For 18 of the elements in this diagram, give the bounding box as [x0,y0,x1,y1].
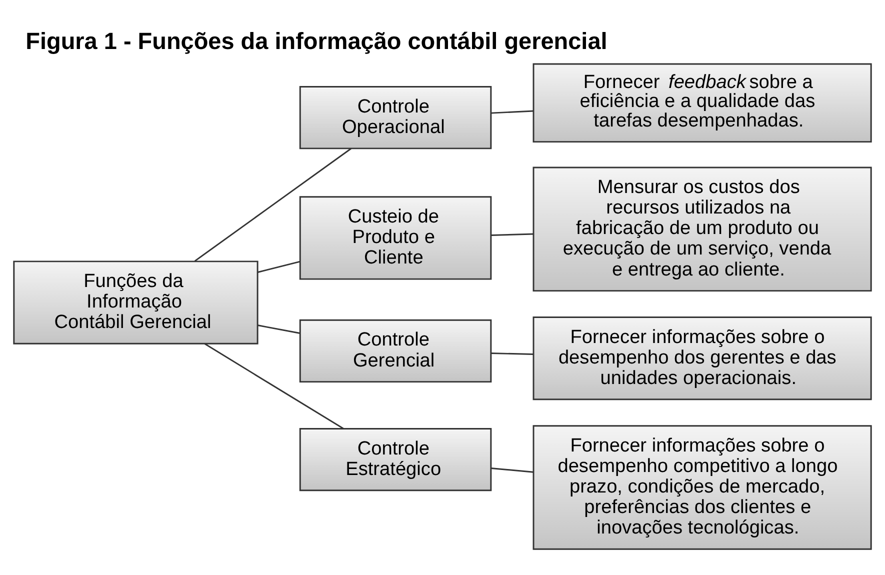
node-box: Controle Estratégico [299,428,492,492]
diagram-title: Figura 1 - Funções da informação contábil gerencial [26,28,608,54]
connector [491,110,534,114]
connector [491,352,534,356]
connector [490,468,534,473]
connector [258,260,300,273]
node-box: Controle Operacional [299,86,492,150]
connector [491,233,534,236]
node-box: Custeio de Produto e Cliente [299,196,492,280]
node-box: Controle Gerencial [299,319,492,383]
node-box: Fornecer informações sobre o desempenho competitivo a longo prazo, condições de mercado, preferências dos clientes e inovações tecnológicas. [532,425,872,550]
node-box: Fornecer feedback sobre a eficiência e a qualidade das tarefas desempenhadas. [532,63,872,143]
connector [204,343,344,430]
node-box: Mensurar os custos dos recursos utilizados na fabricação de um produto ou execução de um serviço, venda e entrega ao cliente. [532,166,872,292]
connector [258,324,300,334]
node-box: Funções da Informação Contábil Gerencial [13,260,258,344]
node-box: Fornecer informações sobre o desempenho dos gerentes e das unidades operacionais. [532,316,872,400]
connector [194,148,352,262]
